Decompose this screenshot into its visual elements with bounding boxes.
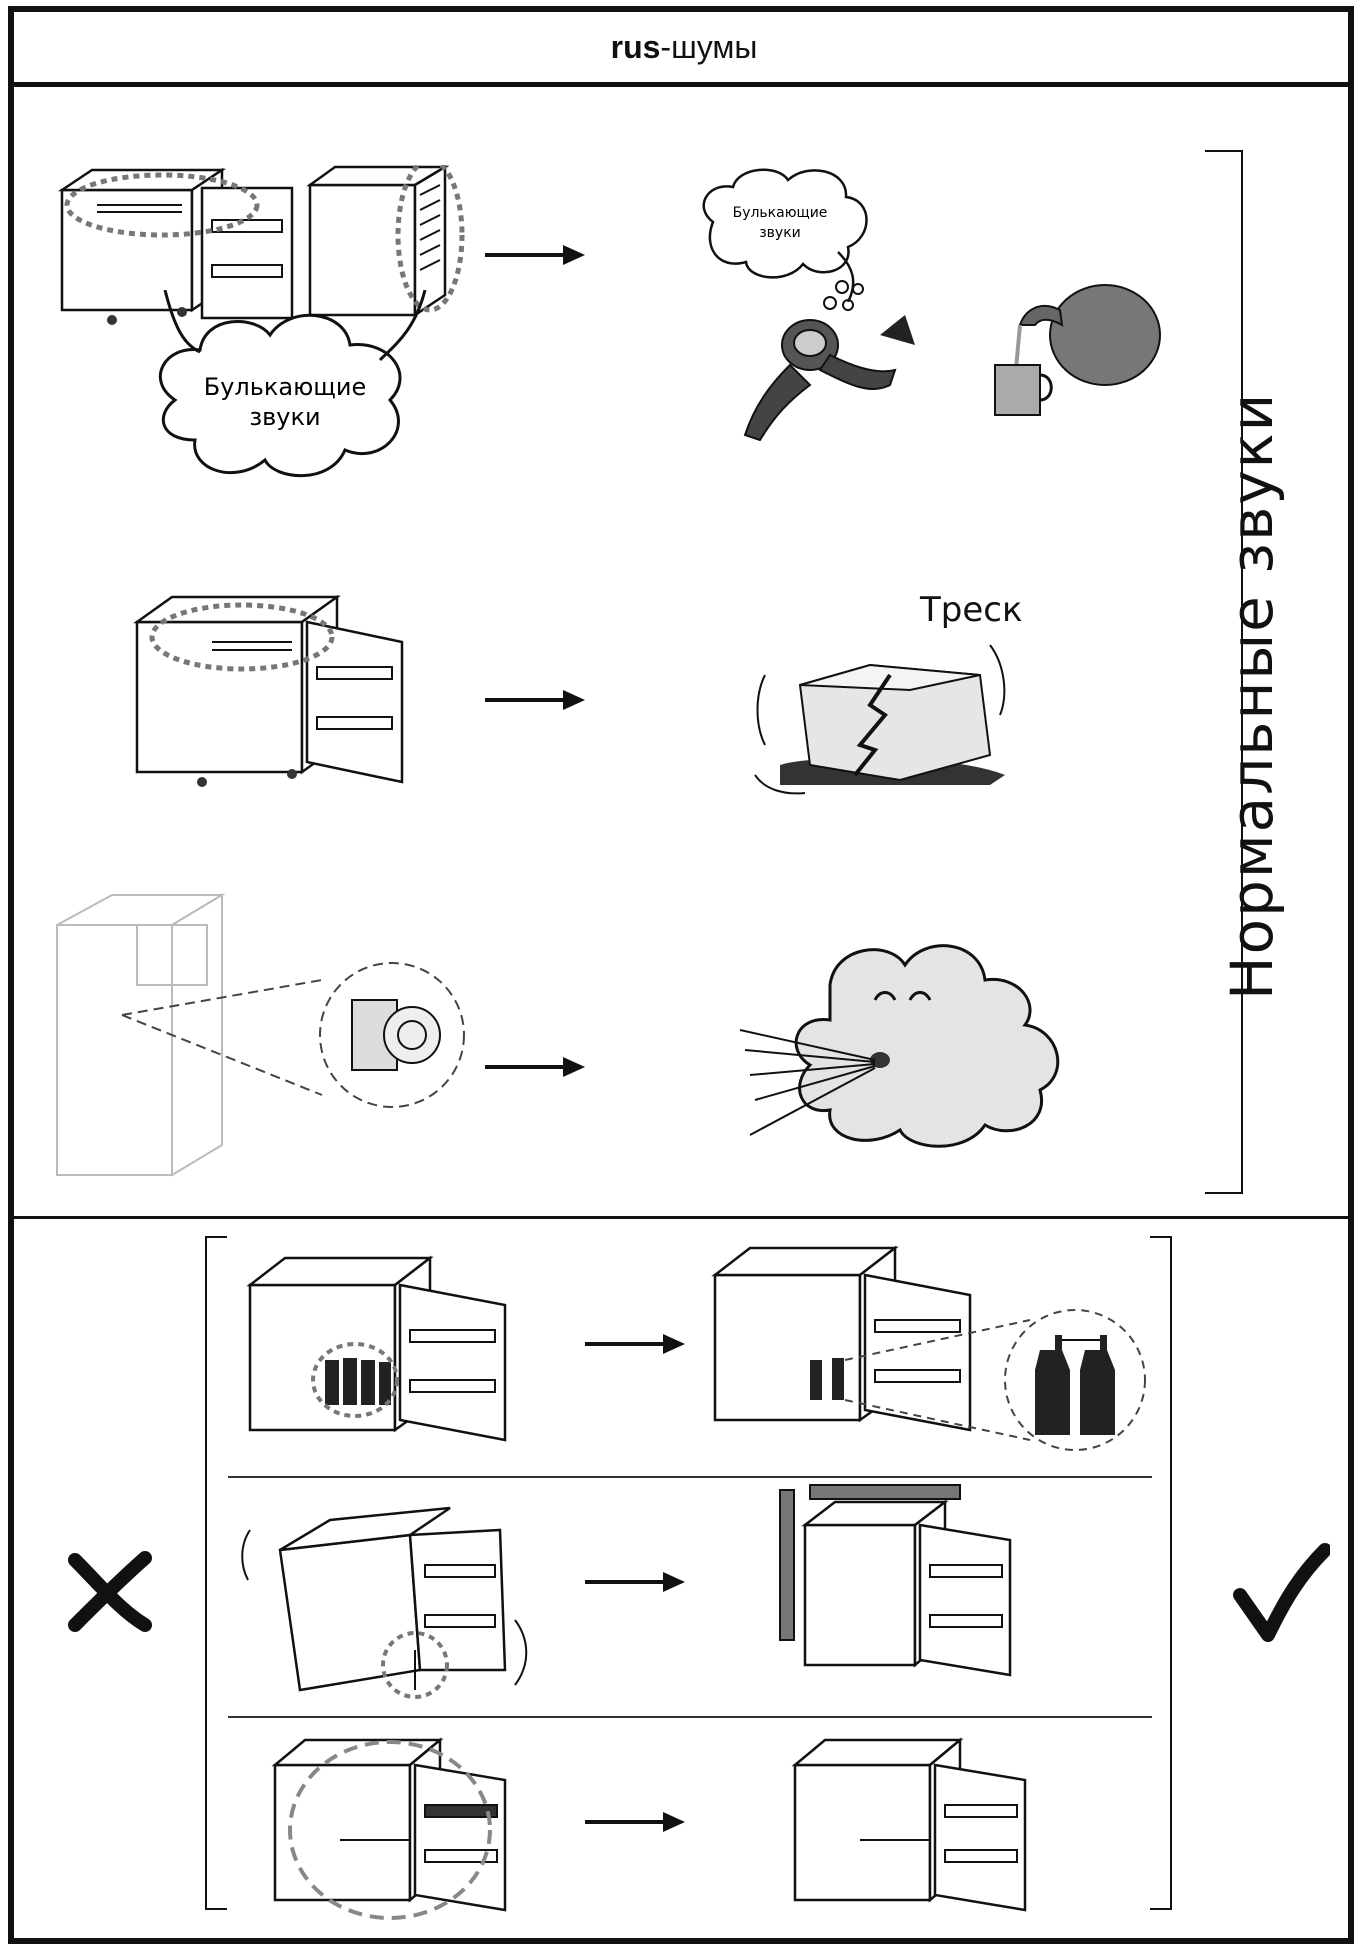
arrow-right-icon: [585, 1570, 685, 1594]
bubble-text-1: Булькающие: [204, 373, 367, 401]
fridge-overfilled-door-icon: [270, 1730, 510, 1920]
diver-icon: [730, 275, 920, 455]
bubble-cloud-large: Булькающие звуки: [135, 290, 435, 490]
fridge-crowded-bottles-icon: [245, 1250, 515, 1450]
jug-icon: [990, 270, 1180, 420]
arrow-right-icon: [485, 688, 585, 712]
comparison-bracket-left: [205, 1236, 227, 1910]
row-separator: [228, 1476, 1152, 1478]
title-suffix: -шумы: [660, 28, 758, 65]
fridge-spaced-bottles-icon: [710, 1240, 1150, 1460]
arrow-right-icon: [485, 1055, 585, 1079]
comparison-bracket-right: [1150, 1236, 1172, 1910]
section-divider: [14, 1216, 1354, 1219]
ice-icon: [750, 635, 1020, 805]
page-title: rus-шумы: [14, 12, 1354, 87]
crack-label: Треск: [920, 590, 1023, 630]
fridge-open-icon: [52, 160, 302, 330]
row-separator: [228, 1716, 1152, 1718]
section-bracket: [1205, 150, 1243, 1194]
arrow-right-icon: [585, 1810, 685, 1834]
bubble-small-text-2: звуки: [759, 225, 801, 241]
page-frame: [8, 6, 1354, 1944]
fridge-open-icon: [132, 592, 412, 792]
fridge-correct-door-icon: [790, 1730, 1030, 1920]
bubble-text-2: звуки: [249, 403, 320, 431]
section-label: Нормальные звуки: [1218, 391, 1286, 1000]
arrow-right-icon: [485, 243, 585, 267]
title-prefix: rus: [610, 28, 661, 65]
wrong-icon: [60, 1540, 160, 1640]
bubble-cloud-small: Булькающие звуки: [688, 162, 878, 302]
bubble-small-text-1: Булькающие: [733, 205, 828, 221]
check-icon: [1230, 1540, 1332, 1650]
tall-fridge-icon: [52, 885, 472, 1185]
fridge-tilted-icon: [240, 1490, 540, 1705]
fridge-leveled-icon: [775, 1480, 1015, 1700]
cloud-face-icon: [740, 925, 1100, 1155]
fridge-back-icon: [305, 165, 475, 325]
arrow-right-icon: [585, 1332, 685, 1356]
